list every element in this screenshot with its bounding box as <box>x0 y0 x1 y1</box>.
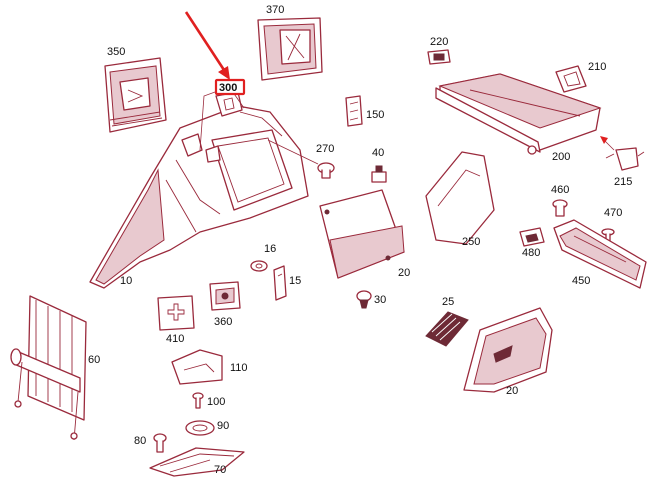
label-80: 80 <box>134 435 146 447</box>
part-360-power-socket[interactable] <box>209 281 241 311</box>
label-10: 10 <box>120 275 132 287</box>
part-40-clip[interactable] <box>371 165 387 183</box>
label-20-middle: 20 <box>398 267 410 279</box>
red-arrow-icon <box>184 11 226 71</box>
part-labels: 350 370 10 270 150 40 20 30 16 15 360 41… <box>88 4 632 476</box>
highlight-callout: 300 <box>184 11 246 96</box>
part-250-side-cover[interactable] <box>425 151 495 245</box>
part-20-floor-cover[interactable] <box>319 189 405 279</box>
part-20-trim-panel-right[interactable] <box>463 307 553 393</box>
part-80-bolt[interactable] <box>153 433 167 453</box>
label-60: 60 <box>88 354 100 366</box>
label-350: 350 <box>107 46 125 58</box>
part-10-side-trim-panel[interactable] <box>89 105 309 289</box>
part-100-bolt[interactable] <box>192 392 204 409</box>
part-25-grille[interactable] <box>425 311 469 347</box>
label-220: 220 <box>430 36 448 48</box>
part-270-bolt[interactable] <box>267 139 335 179</box>
label-150: 150 <box>366 109 384 121</box>
label-30: 30 <box>374 294 386 306</box>
label-16: 16 <box>264 243 276 255</box>
label-450: 450 <box>572 275 590 287</box>
label-25: 25 <box>442 296 454 308</box>
label-360: 360 <box>214 316 232 328</box>
label-210: 210 <box>588 61 606 73</box>
part-70-rail[interactable] <box>149 447 245 477</box>
part-370-upper-panel[interactable] <box>257 17 323 81</box>
part-220-clip[interactable] <box>427 49 451 65</box>
label-460: 460 <box>551 184 569 196</box>
label-470: 470 <box>604 207 622 219</box>
label-215: 215 <box>614 176 632 188</box>
part-30-fastener[interactable] <box>356 290 372 309</box>
label-200: 200 <box>552 151 570 163</box>
label-410: 410 <box>166 333 184 345</box>
label-270: 270 <box>316 143 334 155</box>
label-250: 250 <box>462 236 480 248</box>
part-110-cover[interactable] <box>171 349 223 385</box>
part-60-cargo-net-roller[interactable] <box>10 295 87 441</box>
label-40: 40 <box>372 147 384 159</box>
label-20-right: 20 <box>506 385 518 397</box>
part-15-bracket[interactable] <box>273 265 287 301</box>
part-210-handle[interactable] <box>555 65 587 93</box>
highlight-box <box>214 78 246 96</box>
label-370: 370 <box>266 4 284 16</box>
part-480-latch[interactable] <box>519 227 545 247</box>
part-460-clip[interactable] <box>552 199 568 217</box>
label-480: 480 <box>522 247 540 259</box>
label-15: 15 <box>289 275 301 287</box>
part-16-washer[interactable] <box>250 260 268 272</box>
part-410-first-aid-kit[interactable] <box>157 295 195 331</box>
label-90: 90 <box>217 420 229 432</box>
part-215-mount[interactable] <box>600 136 645 171</box>
part-450-sill-trim[interactable] <box>553 219 647 289</box>
part-350-trim-panel[interactable] <box>104 57 167 133</box>
part-150-clip[interactable] <box>345 95 363 127</box>
label-100: 100 <box>207 396 225 408</box>
label-110: 110 <box>230 362 248 374</box>
label-70: 70 <box>214 464 226 476</box>
part-200-load-cover[interactable] <box>435 73 602 155</box>
part-90-bracket[interactable] <box>185 420 215 436</box>
label-300: 300 <box>219 82 237 94</box>
